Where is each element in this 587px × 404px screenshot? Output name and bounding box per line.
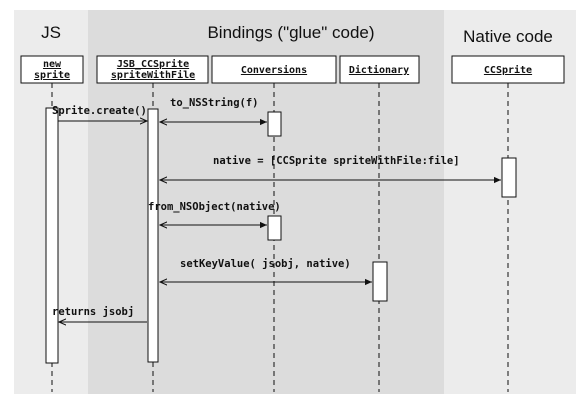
message-label-sprite-create: Sprite.create() [52,105,147,117]
lifeline-label-dictionary: Dictionary [349,64,409,76]
region-label-js: JS [41,23,61,42]
activation-jsb [147,108,159,363]
message-label-set-key-value: setKeyValue( jsobj, native) [180,258,351,270]
region-label-bindings: Bindings ("glue" code) [207,23,374,42]
message-label-from-nsobject: from_NSObject(native) [148,201,281,213]
lifeline-head-new-sprite [20,55,84,84]
region-label-native: Native code [463,27,553,46]
lifeline-label-new-sprite-1: new [43,59,62,70]
activation-new-sprite [45,107,59,364]
activation-dictionary [372,261,388,302]
lifeline-label-jsb-2: spriteWithFile [111,69,195,81]
lifeline-head-dictionary [339,55,420,84]
lifeline-label-new-sprite-2: sprite [34,69,70,81]
activation-ccsprite [501,157,517,198]
message-label-to-nsstring: to_NSString(f) [170,97,259,109]
lifeline-head-jsb [96,55,209,84]
lifeline-head-ccsprite [451,55,565,84]
lifeline-label-conversions: Conversions [241,64,307,76]
message-label-native-call: native = [CCSprite spriteWithFile:file] [213,155,460,167]
message-label-returns: returns jsobj [52,306,134,318]
lifeline-label-ccsprite: CCSprite [484,64,532,76]
activation-conversions-2 [267,215,282,241]
lifeline-head-conversions [211,55,337,84]
activation-conversions-1 [267,111,282,137]
lifeline-label-jsb-1: JSB_CCSprite [117,58,189,70]
